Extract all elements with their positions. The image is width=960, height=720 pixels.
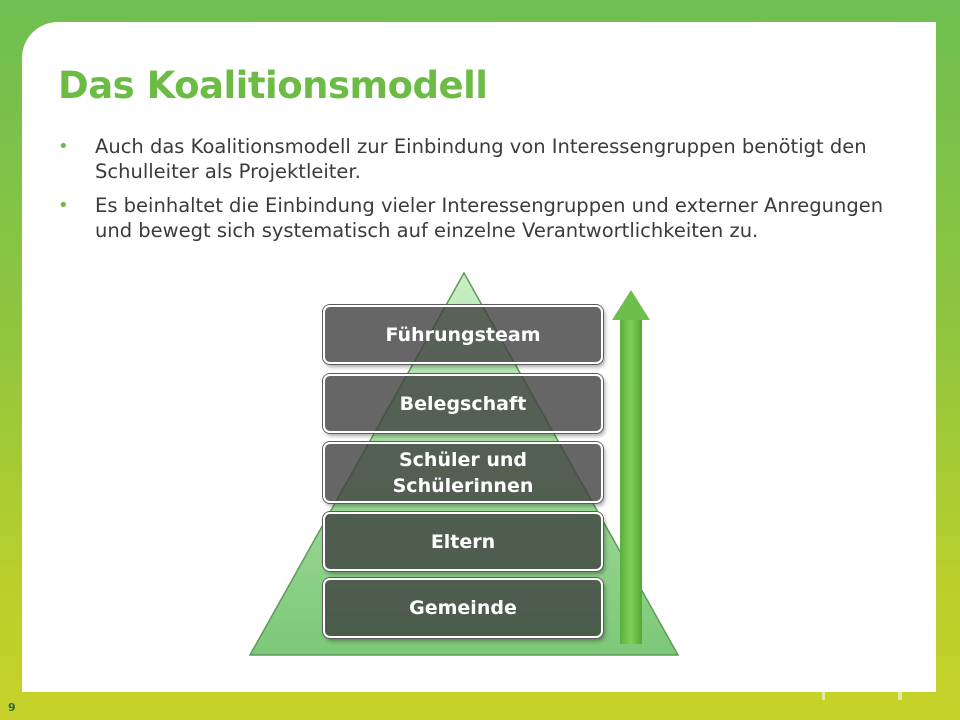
pyramid-layer-eltern: Eltern	[323, 512, 603, 571]
bullet-item: • Es beinhaltet die Einbindung vieler In…	[58, 193, 908, 243]
arrow-up-icon	[612, 290, 650, 644]
bullet-icon: •	[58, 136, 69, 157]
layer-label: Belegschaft	[399, 392, 527, 415]
bullet-text: Es beinhaltet die Einbindung vieler Inte…	[95, 194, 884, 242]
layer-label: Eltern	[430, 530, 496, 553]
pyramid-layer-fuehrungsteam: Führungsteam	[323, 305, 603, 364]
page-title: Das Koalitionsmodell	[58, 64, 488, 107]
bullet-list: • Auch das Koalitionsmodell zur Einbindu…	[58, 134, 908, 252]
bullet-item: • Auch das Koalitionsmodell zur Einbindu…	[58, 134, 908, 184]
pyramid-layer-schueler: Schüler und Schülerinnen	[323, 442, 603, 503]
pyramid-layer-belegschaft: Belegschaft	[323, 374, 603, 433]
bullet-icon: •	[58, 195, 69, 216]
tree-icon	[805, 539, 933, 700]
page-number: 9	[8, 701, 16, 714]
layer-label: Führungsteam	[385, 323, 541, 346]
layer-label: Gemeinde	[409, 597, 517, 619]
layer-label: Schüler und Schülerinnen	[392, 448, 534, 497]
bullet-text: Auch das Koalitionsmodell zur Einbindung…	[95, 135, 867, 183]
pyramid-layer-gemeinde: Gemeinde	[323, 578, 603, 638]
